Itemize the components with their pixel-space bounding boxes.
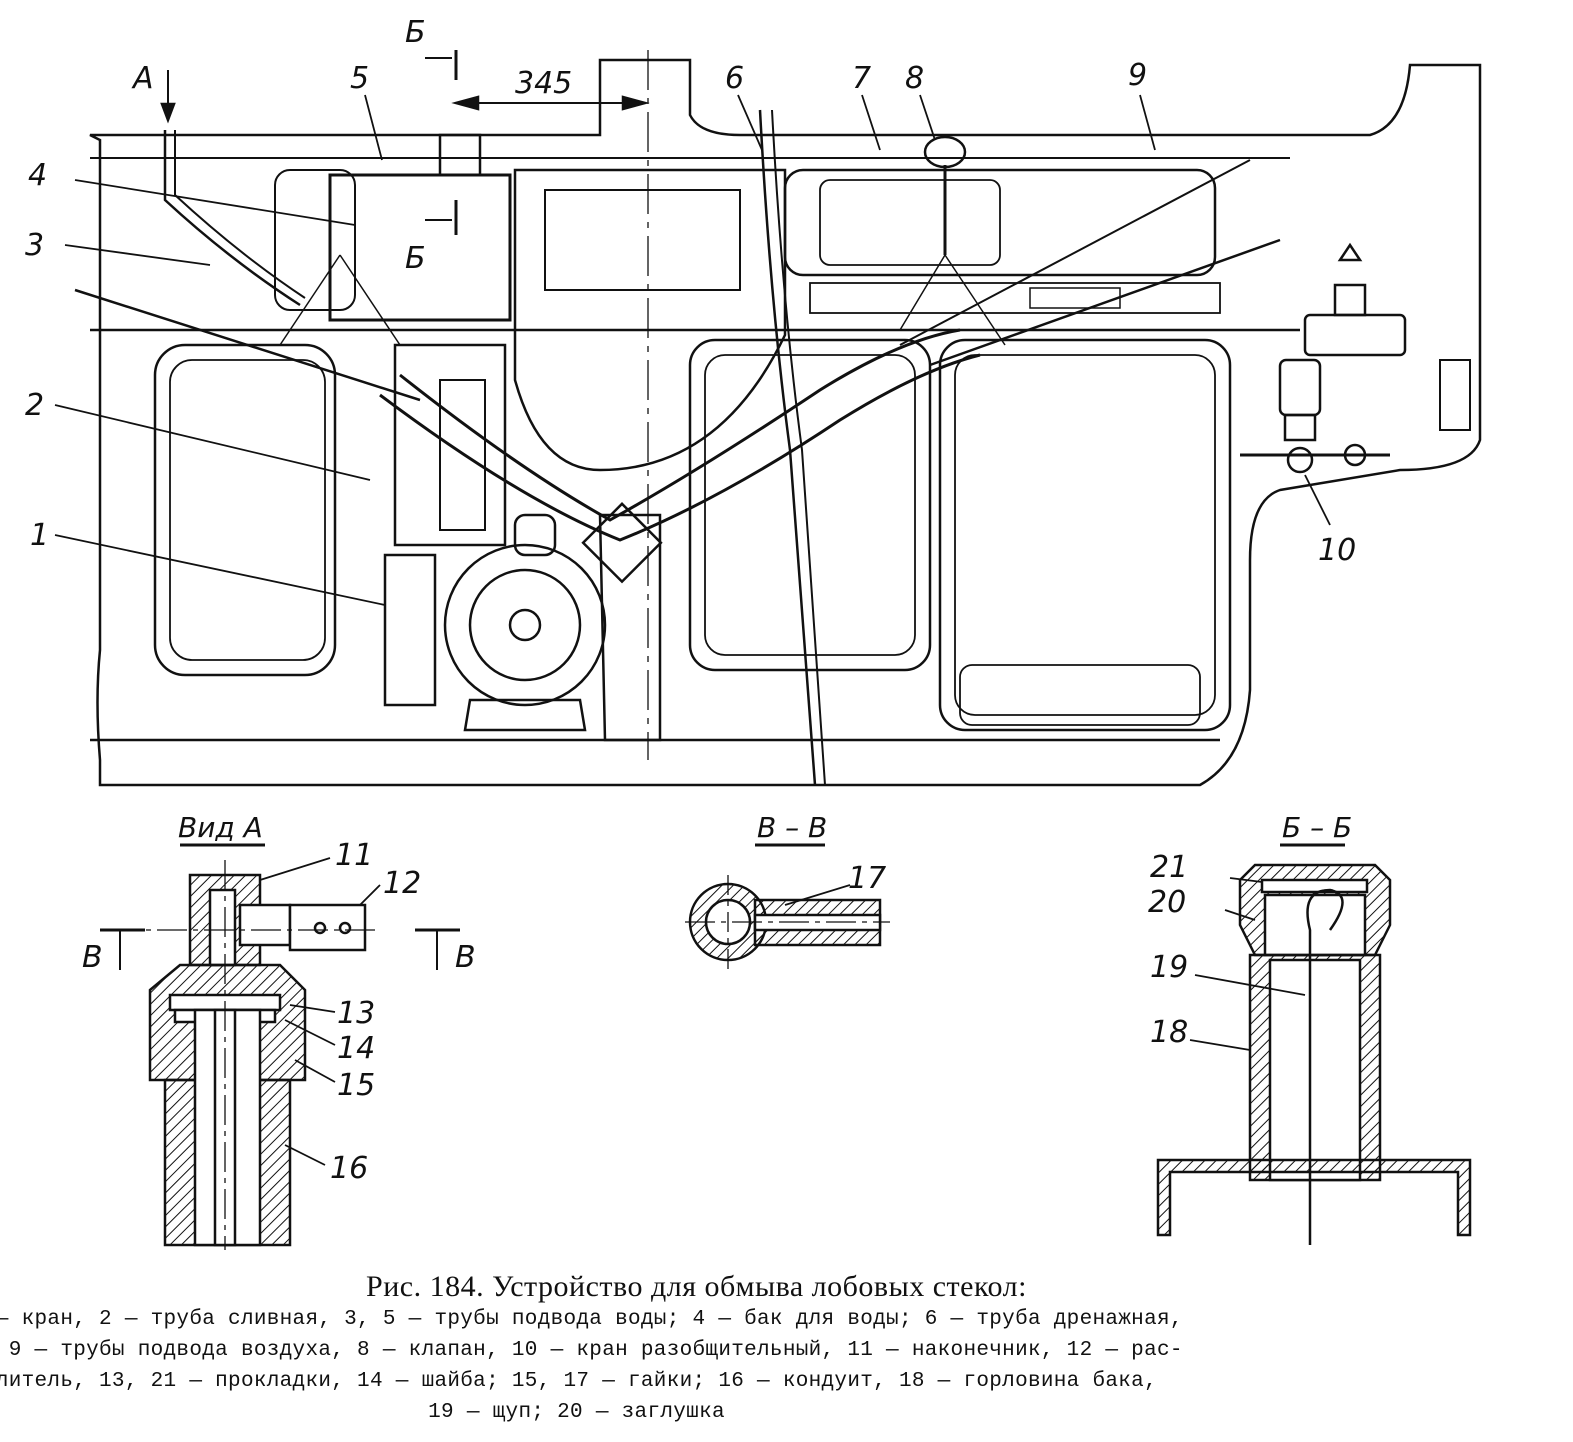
- callout-13: 13: [337, 996, 375, 1031]
- callout-9: 9: [1128, 58, 1147, 93]
- callout-14: 14: [337, 1031, 375, 1066]
- caption-line-4: 19 — щуп; 20 — заглушка: [428, 1401, 725, 1424]
- callout-16: 16: [330, 1151, 368, 1186]
- callout-10: 10: [1318, 533, 1356, 568]
- view-a-title: Вид А: [178, 811, 263, 844]
- callout-20: 20: [1148, 885, 1186, 920]
- dimension-345: 345: [515, 66, 572, 101]
- callout-21: 21: [1150, 850, 1188, 885]
- caption-line-1: 1 — кран, 2 — труба сливная, 3, 5 — труб…: [0, 1308, 1183, 1331]
- callout-4: 4: [28, 158, 47, 193]
- callout-12: 12: [383, 866, 421, 901]
- callout-7: 7: [852, 61, 871, 96]
- section-vv-labels: В – В 17: [757, 811, 886, 896]
- caption-title: Рис. 184. Устройство для обмыва лобовых …: [366, 1270, 1027, 1303]
- caption-line-3: пылитель, 13, 21 — прокладки, 14 — шайба…: [0, 1370, 1157, 1393]
- section-bb-labels: Б – Б 21 20 19 18: [1148, 811, 1352, 1050]
- cut-mark-right: В: [455, 940, 476, 975]
- callout-8: 8: [905, 61, 924, 96]
- section-bb-title: Б – Б: [1282, 811, 1352, 844]
- callout-19: 19: [1150, 950, 1188, 985]
- callout-17: 17: [848, 861, 886, 896]
- section-mark-b-top: Б: [405, 15, 426, 50]
- callout-3: 3: [25, 228, 44, 263]
- callout-1: 1: [30, 518, 49, 553]
- section-mark-a: А: [131, 61, 154, 96]
- callout-18: 18: [1150, 1015, 1188, 1050]
- assembly-top-view: [54, 50, 1482, 787]
- technical-drawing: 1 2 3 4 5 6 7 8 9 10 А Б Б 345: [25, 15, 1482, 1250]
- callout-6: 6: [725, 61, 744, 96]
- section-vv-detail: [685, 843, 890, 970]
- section-vv-title: В – В: [757, 811, 827, 844]
- view-a-detail: [100, 843, 460, 1250]
- figure-caption: Рис. 184. Устройство для обмыва лобовых …: [0, 1270, 1573, 1428]
- callout-2: 2: [25, 388, 44, 423]
- cut-mark-left: В: [82, 940, 103, 975]
- view-a-labels: Вид А 11 12 13 14 15 16 В В: [82, 811, 476, 1186]
- callout-5: 5: [350, 61, 369, 96]
- callout-11: 11: [335, 838, 373, 873]
- section-bb-detail: [1156, 843, 1472, 1245]
- caption-line-2: 7, 9 — трубы подвода воздуха, 8 — клапан…: [0, 1339, 1183, 1362]
- top-view-callouts: 1 2 3 4 5 6 7 8 9 10 А Б Б 345: [25, 15, 1356, 568]
- callout-15: 15: [337, 1068, 375, 1103]
- section-mark-b-bottom: Б: [405, 241, 426, 276]
